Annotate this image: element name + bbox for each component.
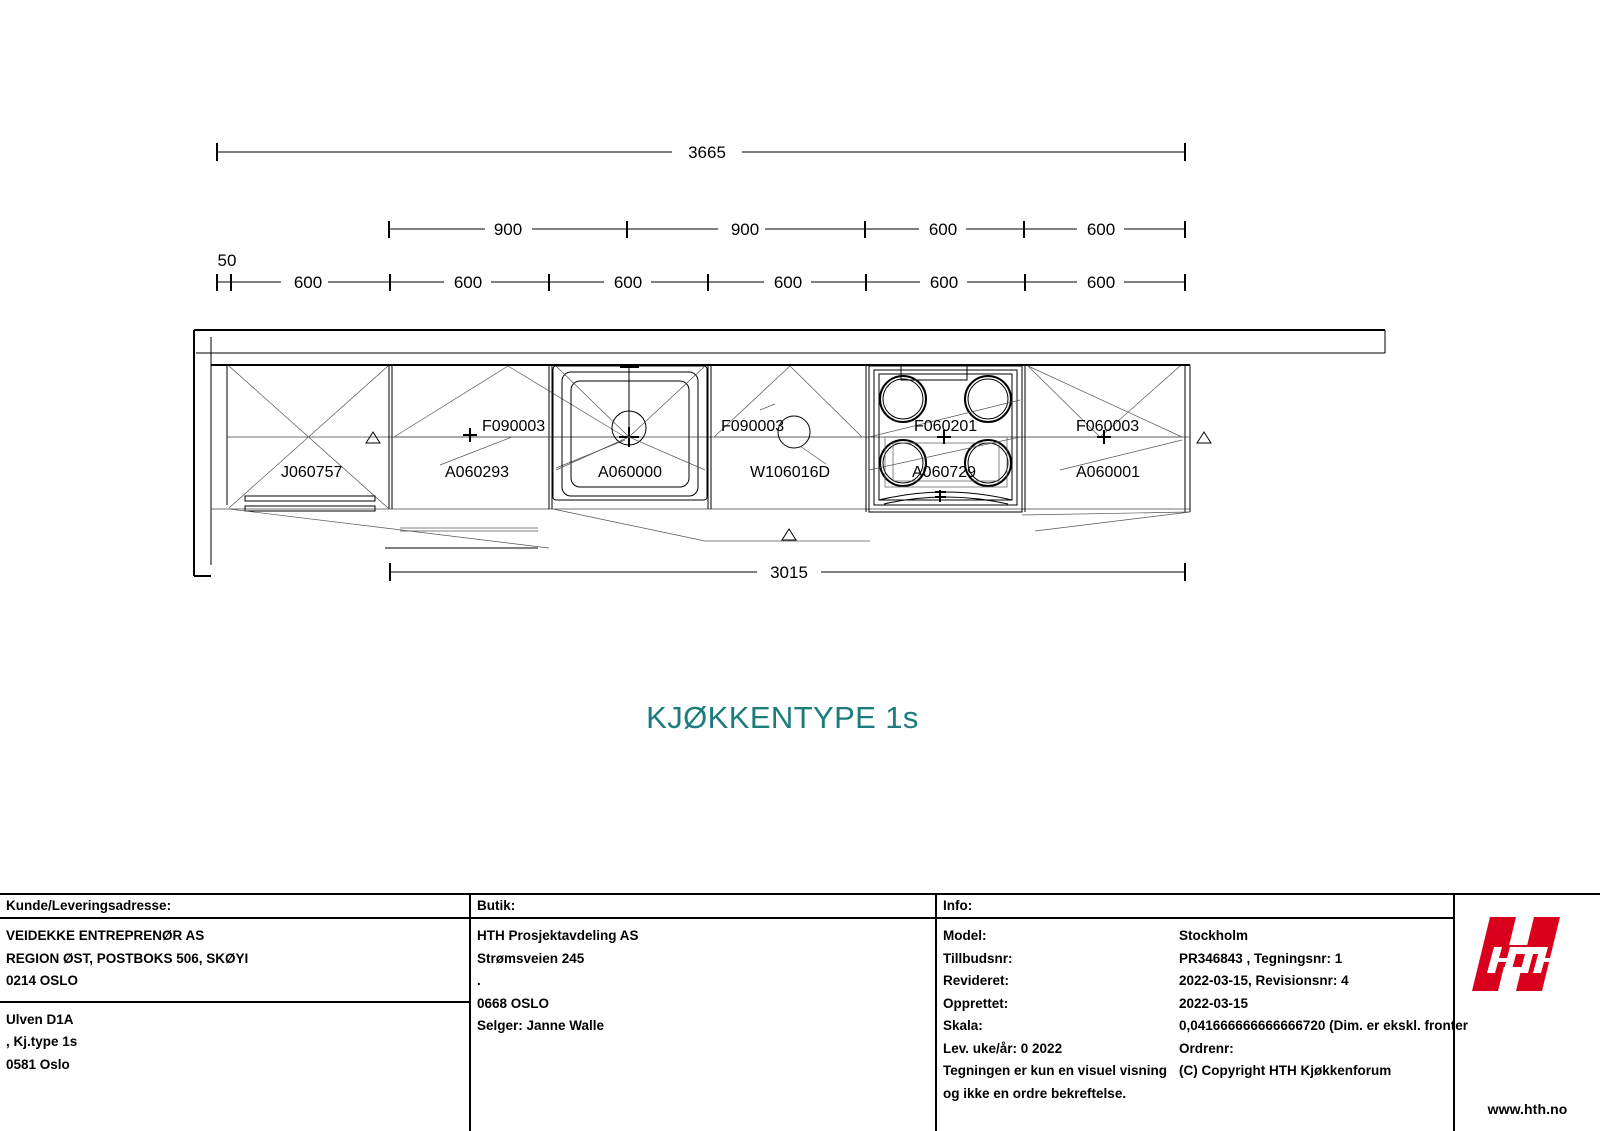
shop-line-2: Strømsveien 245 (477, 950, 585, 966)
shop-seller: Selger: Janne Walle (477, 1018, 605, 1033)
info-value-blank (1179, 1083, 1447, 1106)
label-f060201: F060201 (914, 418, 977, 435)
dim-cab-3: 600 (929, 220, 957, 239)
customer-line-1: VEIDEKKE ENTREPRENØR AS (6, 928, 205, 943)
hth-logo-cell: www.hth.no (1455, 895, 1600, 1131)
info-value-skala: 0,041666666666666720 (Dim. er ekskl. fro… (1179, 1018, 1468, 1033)
kitchen-elevation-drawing: .ln { stroke:#000; stroke-width:1; fill:… (193, 143, 1386, 582)
info-row-disclaimer-2: og ikke en ordre bekreftelse. (943, 1083, 1447, 1106)
info-value-opprettet: 2022-03-15 (1179, 995, 1249, 1011)
page-title: KJØKKENTYPE 1s (646, 700, 919, 735)
info-label-disclaimer-2: og ikke en ordre bekreftelse. (943, 1085, 1127, 1101)
info-label-levuke: Lev. uke/år: 0 2022 (943, 1040, 1063, 1056)
info-row-disclaimer-1: Tegningen er kun en visuel visning (C) C… (943, 1060, 1447, 1083)
customer-heading: Kunde/Leveringsadresse: (0, 895, 469, 919)
center-cross-f090003 (463, 428, 477, 442)
info-label-revideret: Revideret: (943, 973, 1010, 988)
dimension-overall-bottom: 3015 (389, 563, 1186, 582)
label-a060293: A060293 (445, 464, 509, 481)
unit-cooker-a060729: F060201 A060729 (868, 365, 1023, 513)
center-cross-f060003 (1097, 430, 1111, 444)
unit-base-a060293: F090003 A060293 (393, 365, 628, 481)
hth-website-url: www.hth.no (1487, 1101, 1568, 1117)
dim-3015: 3015 (770, 563, 808, 582)
info-value-copyright: (C) Copyright HTH Kjøkkenforum (1179, 1063, 1392, 1078)
dim-cab-1: 900 (494, 220, 522, 239)
label-a060001: A060001 (1076, 464, 1140, 481)
info-rows: Model: Stockholm Tillbudsnr: PR346843 , … (937, 919, 1468, 1106)
unit-sink-a060000: A060000 (552, 365, 708, 501)
customer-divider (0, 1000, 469, 1003)
titleblock-customer-column: Kunde/Leveringsadresse: VEIDEKKE ENTREPR… (0, 895, 471, 1131)
titleblock-shop-column: Butik: HTH Prosjektavdeling AS Strømsvei… (471, 895, 937, 1131)
plinth-perspective-lines (228, 508, 1191, 549)
shop-line-1: HTH Prosjektavdeling AS (477, 928, 639, 943)
site-line-2: , Kj.type 1s (6, 1034, 78, 1049)
info-label-opprettet: Opprettet: (943, 995, 1009, 1011)
site-line-3: 0581 Oslo (6, 1056, 70, 1072)
dimension-row-fronts: 600 600 600 600 600 600 (216, 273, 1186, 292)
cabinet-run (210, 364, 1191, 512)
info-row-levuke: Lev. uke/år: 0 2022 Ordrenr: (943, 1038, 1447, 1061)
info-label-disclaimer-1: Tegningen er kun en visuel visning (943, 1063, 1168, 1078)
dim-cab-2: 900 (731, 220, 759, 239)
label-a060729: A060729 (912, 464, 976, 481)
label-a060000: A060000 (598, 464, 662, 481)
dim-3665: 3665 (688, 143, 726, 162)
label-j060757: J060757 (281, 464, 342, 481)
customer-line-3: 0214 OSLO (6, 973, 79, 988)
info-row-model: Model: Stockholm (943, 925, 1447, 948)
dim-front-5: 600 (930, 273, 958, 292)
info-row-skala: Skala: 0,041666666666666720 (Dim. er eks… (943, 1015, 1468, 1038)
hth-logo-icon (1471, 911, 1584, 1002)
unit-tall-j060757: J060757 (228, 365, 389, 512)
info-row-revideret: Revideret: 2022-03-15, Revisionsnr: 4 (943, 970, 1447, 993)
site-address: Ulven D1A , Kj.type 1s 0581 Oslo (0, 1003, 469, 1077)
dim-front-4: 600 (774, 273, 802, 292)
site-line-1: Ulven D1A (6, 1011, 74, 1027)
info-label-model: Model: (943, 928, 987, 943)
unit-w106016d: F090003 W106016D (713, 365, 863, 481)
customer-line-2: REGION ØST, POSTBOKS 506, SKØYI (6, 950, 249, 966)
info-value-tillbudsnr: PR346843 , Tegningsnr: 1 (1179, 950, 1343, 966)
dim-front-6: 600 (1087, 273, 1115, 292)
label-f090003-left: F090003 (482, 418, 545, 435)
dim-cab-4: 600 (1087, 220, 1115, 239)
info-label-tillbudsnr: Tillbudsnr: (943, 950, 1013, 966)
dim-wall-offset: 50 (218, 251, 237, 270)
shop-details: HTH Prosjektavdeling AS Strømsveien 245 … (471, 919, 935, 1038)
customer-address: VEIDEKKE ENTREPRENØR AS REGION ØST, POST… (0, 919, 469, 993)
unit-base-a060001: F060003 A060001 (1027, 365, 1183, 481)
info-value-ordrenr: Ordrenr: (1179, 1040, 1234, 1056)
info-value-revideret: 2022-03-15, Revisionsnr: 4 (1179, 973, 1349, 988)
dim-front-1: 600 (294, 273, 322, 292)
label-w106016d: W106016D (750, 464, 830, 481)
shop-line-3: . (477, 973, 481, 988)
dimension-overall-top: 3665 (216, 143, 1186, 162)
center-cross-f060201 (937, 430, 951, 444)
triangle-markers (365, 431, 1212, 541)
titleblock-info-column: Info: Model: Stockholm Tillbudsnr: PR346… (937, 895, 1468, 1131)
dimension-row-cabinets: 900 900 600 600 (388, 220, 1186, 239)
shop-line-4: 0668 OSLO (477, 995, 550, 1011)
title-block: Kunde/Leveringsadresse: VEIDEKKE ENTREPR… (0, 893, 1600, 1131)
dim-front-2: 600 (454, 273, 482, 292)
info-row-opprettet: Opprettet: 2022-03-15 (943, 993, 1447, 1016)
titleblock-logo-column: www.hth.no (1455, 895, 1600, 1131)
info-value-model: Stockholm (1179, 928, 1249, 943)
info-row-tillbudsnr: Tillbudsnr: PR346843 , Tegningsnr: 1 (943, 948, 1447, 971)
label-f060003: F060003 (1076, 418, 1139, 435)
dim-front-3: 600 (614, 273, 642, 292)
label-f090003-sink: F090003 (721, 418, 784, 435)
info-label-skala: Skala: (943, 1018, 983, 1033)
shop-heading: Butik: (471, 895, 935, 919)
info-heading: Info: (937, 895, 1453, 919)
